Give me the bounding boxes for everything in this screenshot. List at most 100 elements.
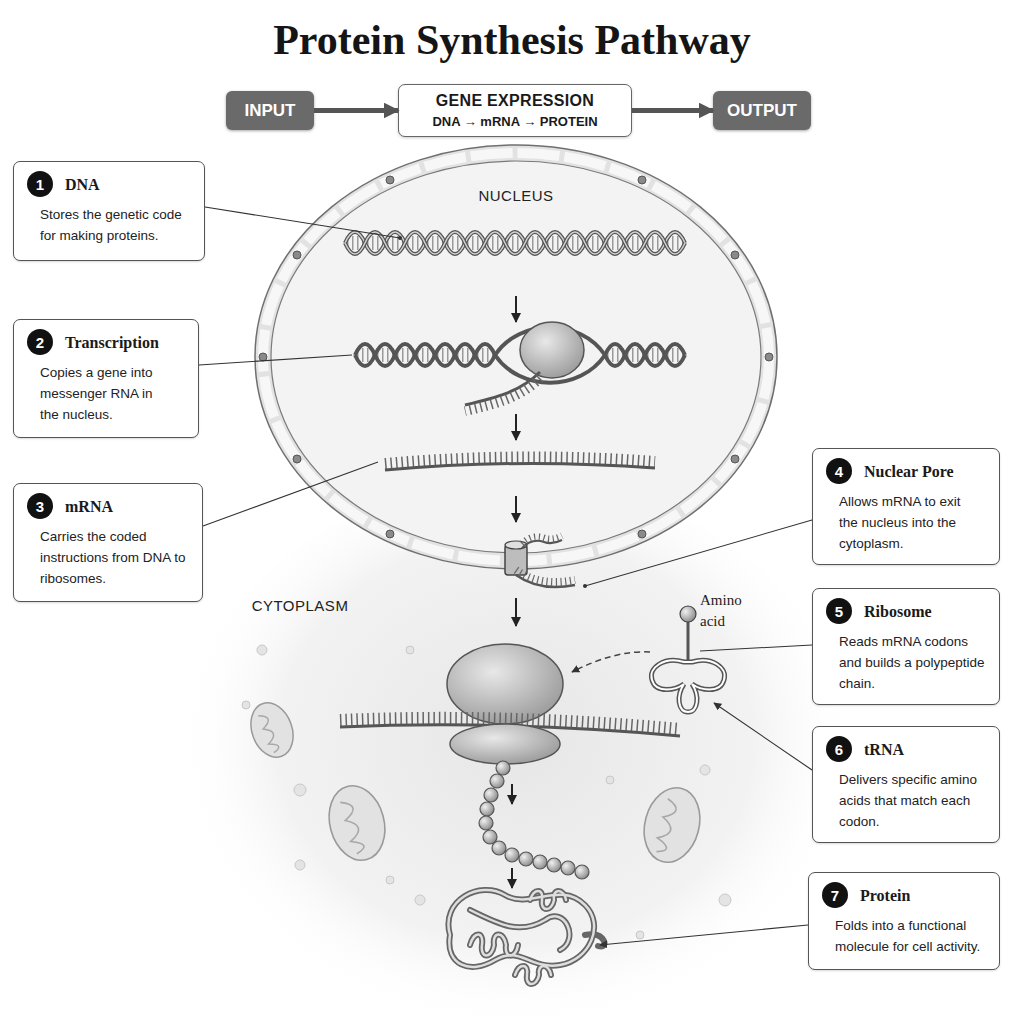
box-heading: GENE EXPRESSION (436, 92, 594, 110)
leader-dot (398, 236, 402, 240)
region-label: NUCLEUS (456, 187, 576, 204)
vesicle (386, 876, 394, 884)
dna-strand (345, 232, 685, 254)
nuclear-envelope-inner (271, 161, 761, 553)
nuclear-envelope-segments (263, 153, 769, 561)
flow-arrow (314, 108, 398, 113)
callout-number-text: 4 (835, 463, 843, 480)
leader-line (205, 207, 400, 238)
step-arrow (515, 414, 517, 440)
protein-helix (470, 935, 518, 956)
mitochondrion (636, 781, 708, 868)
mrna-strand (522, 540, 562, 548)
vesicle (294, 784, 306, 796)
callout-box: TranscriptionCopies a gene into messenge… (13, 319, 199, 438)
callout-heading: mRNA (65, 496, 194, 518)
envelope-pore (731, 455, 739, 463)
callout-number: 5 (826, 598, 852, 624)
amino-acid-bead (484, 788, 498, 802)
amino-acid-ball (680, 606, 696, 622)
vesicle (415, 895, 425, 905)
mrna-bases (516, 570, 575, 582)
process-box: GENE EXPRESSION DNA → mRNA → PROTEIN (398, 84, 632, 137)
envelope-pore (293, 251, 301, 259)
callout-number-text: 7 (831, 887, 839, 904)
output-box: OUTPUT (713, 91, 811, 130)
protein-ribbon-highlight (470, 910, 569, 950)
callout-number: 1 (27, 171, 53, 197)
amino-acid-bead (479, 816, 493, 830)
ribosome-large-subunit (447, 644, 563, 724)
vesicle (606, 776, 614, 784)
vesicle (257, 645, 267, 655)
callout-body: Folds into a functional molecule for cel… (835, 915, 1000, 957)
diagram-title: Protein Synthesis Pathway (0, 16, 1024, 64)
envelope-pore (259, 353, 267, 361)
callout-body: Stores the genetic code for making prote… (40, 204, 200, 246)
leader-line (203, 462, 378, 526)
vesicle (700, 765, 710, 775)
leader-dot (583, 584, 587, 588)
input-box: INPUT (226, 91, 314, 130)
callout-number: 3 (27, 493, 53, 519)
mrna-bases (522, 536, 562, 544)
protein-helix-highlight (515, 966, 551, 984)
dna-strand (605, 344, 685, 366)
box-subtitle: DNA → mRNA → PROTEIN (432, 114, 597, 129)
amino-acid-bead (533, 855, 547, 869)
vesicle (295, 860, 305, 870)
callout-heading: Ribosome (864, 601, 991, 623)
part-label: Amino acid (700, 590, 760, 632)
amino-acid-bead (575, 865, 589, 879)
callout-number: 2 (27, 329, 53, 355)
step-arrow (515, 598, 517, 626)
step-arrow (511, 868, 513, 888)
protein-ribbon-highlight (448, 890, 594, 967)
polypeptide-chain (479, 761, 589, 879)
amino-acid-bead (480, 802, 494, 816)
nuclear-envelope-outer (255, 145, 777, 569)
flow-arrow (632, 108, 713, 113)
vesicle (636, 931, 644, 939)
mitochondrion-membrane (244, 697, 301, 763)
mitochondrion-membrane (636, 781, 708, 868)
mitochondrion-cristae (654, 799, 679, 854)
callout-body: Delivers specific amino acids that match… (839, 769, 989, 832)
amino-acid-bead (496, 761, 510, 775)
folded-protein-highlight (448, 890, 594, 984)
callout-box: mRNA Carries the coded instructions from … (13, 483, 203, 602)
trna-cloverleaf (651, 660, 724, 712)
callout-box: ProteinFolds into a functional molecule … (808, 872, 1000, 970)
mitochondrion (244, 697, 301, 763)
protein-ribbon (448, 890, 594, 967)
mrna-strand (385, 463, 655, 470)
callout-number-text: 2 (36, 334, 44, 351)
protein-helix (515, 966, 551, 984)
callout-body: Carries the coded instructions from DNA … (40, 526, 190, 589)
callout-body: Copies a gene into messenger RNA in the … (40, 362, 170, 425)
rna-bases (465, 378, 540, 411)
protein-helix-highlight (530, 891, 566, 909)
callout-body: Allows mRNA to exit the nucleus into the… (839, 491, 979, 554)
mitochondrion-membrane (321, 779, 393, 866)
envelope-pore (638, 176, 646, 184)
rna-polymerase (520, 322, 584, 378)
amino-acid-bead (490, 774, 504, 788)
protein-helix-highlight (470, 935, 518, 956)
leader-line (585, 520, 812, 586)
step-arrow (515, 296, 517, 322)
callout-number: 7 (822, 882, 848, 908)
mitochondrion-cristae (258, 713, 280, 754)
envelope-pore (638, 530, 646, 538)
dna-strand-highlight (345, 232, 685, 254)
amino-acid-bead (505, 848, 519, 862)
envelope-pore (765, 353, 773, 361)
callout-number-text: 1 (36, 176, 44, 193)
step-arrow (515, 496, 517, 522)
trna-acceptor-stem (687, 622, 690, 662)
dna-strand (345, 232, 685, 254)
amino-acid-bead (492, 841, 506, 855)
box-label: INPUT (245, 101, 296, 121)
leader-line (600, 925, 808, 945)
